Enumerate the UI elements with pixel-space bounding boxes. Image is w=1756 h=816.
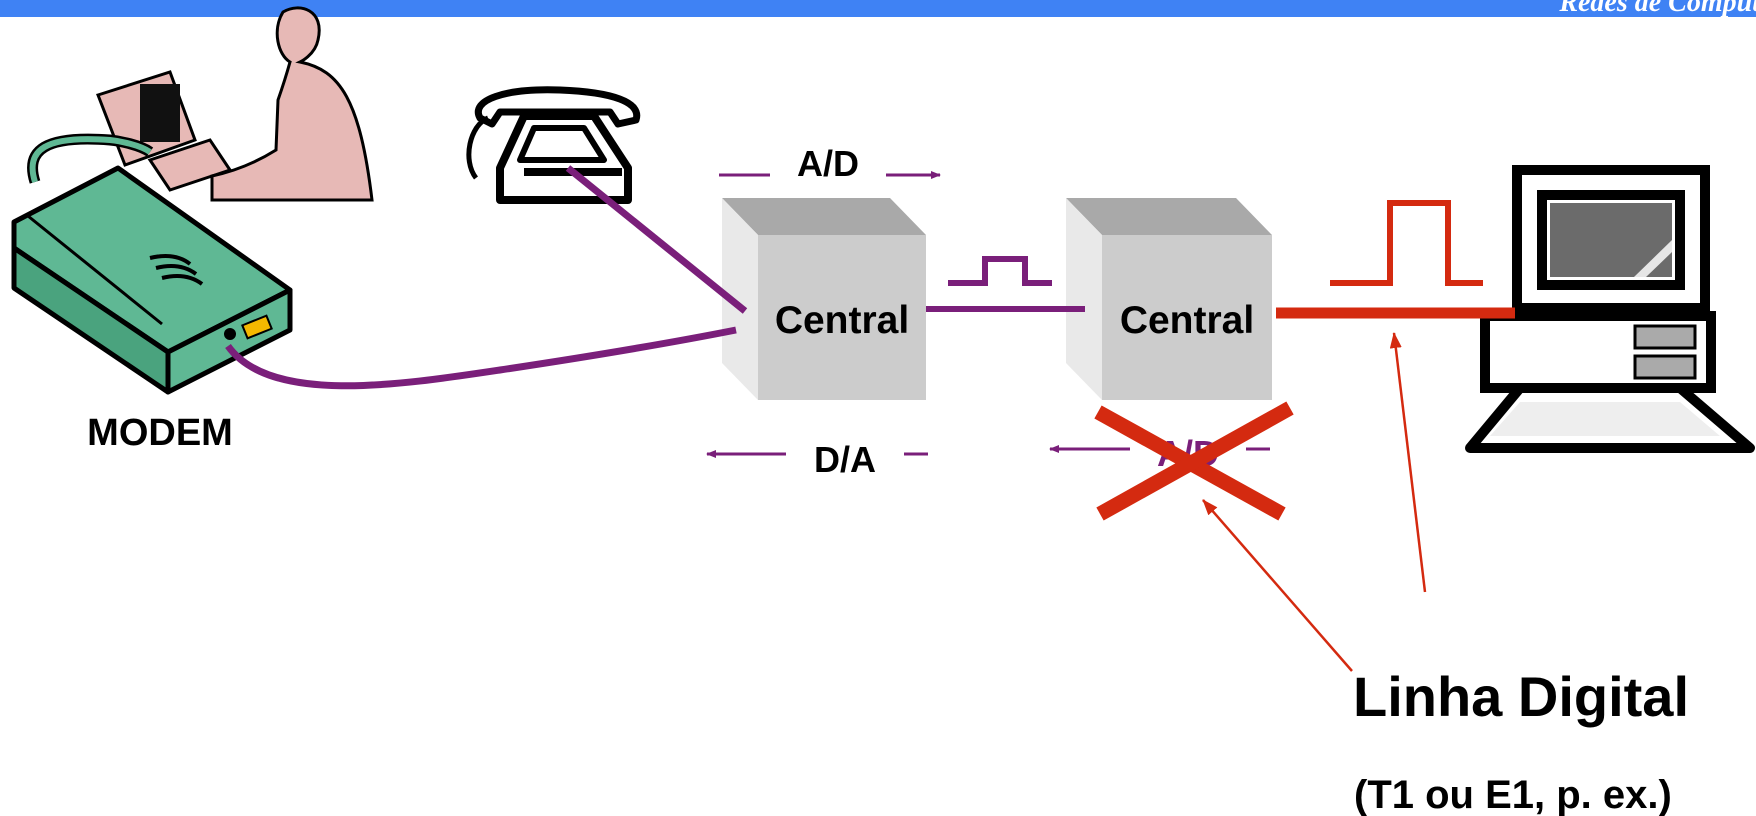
da-label-bottom: D/A xyxy=(814,439,876,480)
cross-stroke-2 xyxy=(1096,401,1294,521)
digital-pulse-red xyxy=(1330,200,1483,286)
linha-digital-label: Linha Digital xyxy=(1353,665,1689,728)
central-label-1: Central xyxy=(775,299,909,342)
modem-icon xyxy=(11,133,293,395)
telephone-icon xyxy=(466,86,641,204)
phone-to-central-line xyxy=(565,165,748,314)
computer-icon xyxy=(1465,165,1755,453)
modem-to-central-line xyxy=(225,326,737,390)
pointer-arrow-digital-line xyxy=(1389,332,1427,593)
central-box-2: Central xyxy=(1066,198,1272,400)
header-bar: Redes de Comput xyxy=(0,0,1756,17)
linha-digital-sublabel: (T1 ou E1, p. ex.) xyxy=(1354,773,1672,816)
digital-pulse-purple xyxy=(948,256,1052,286)
ad-crossed-group: A/D xyxy=(1049,401,1294,521)
central-box-1: Central xyxy=(722,198,926,400)
modem-label: MODEM xyxy=(87,412,233,454)
header-title: Redes de Comput xyxy=(1559,0,1756,17)
analog-lines xyxy=(225,165,1085,390)
central-label-2: Central xyxy=(1120,299,1254,342)
ad-label-top: A/D xyxy=(797,143,859,184)
ad-top-group: A/D xyxy=(719,143,941,184)
da-bottom-group: D/A xyxy=(706,439,928,480)
pointer-arrow-cross xyxy=(1202,499,1353,672)
digital-line xyxy=(1276,200,1515,319)
user-at-computer-icon xyxy=(96,6,374,202)
